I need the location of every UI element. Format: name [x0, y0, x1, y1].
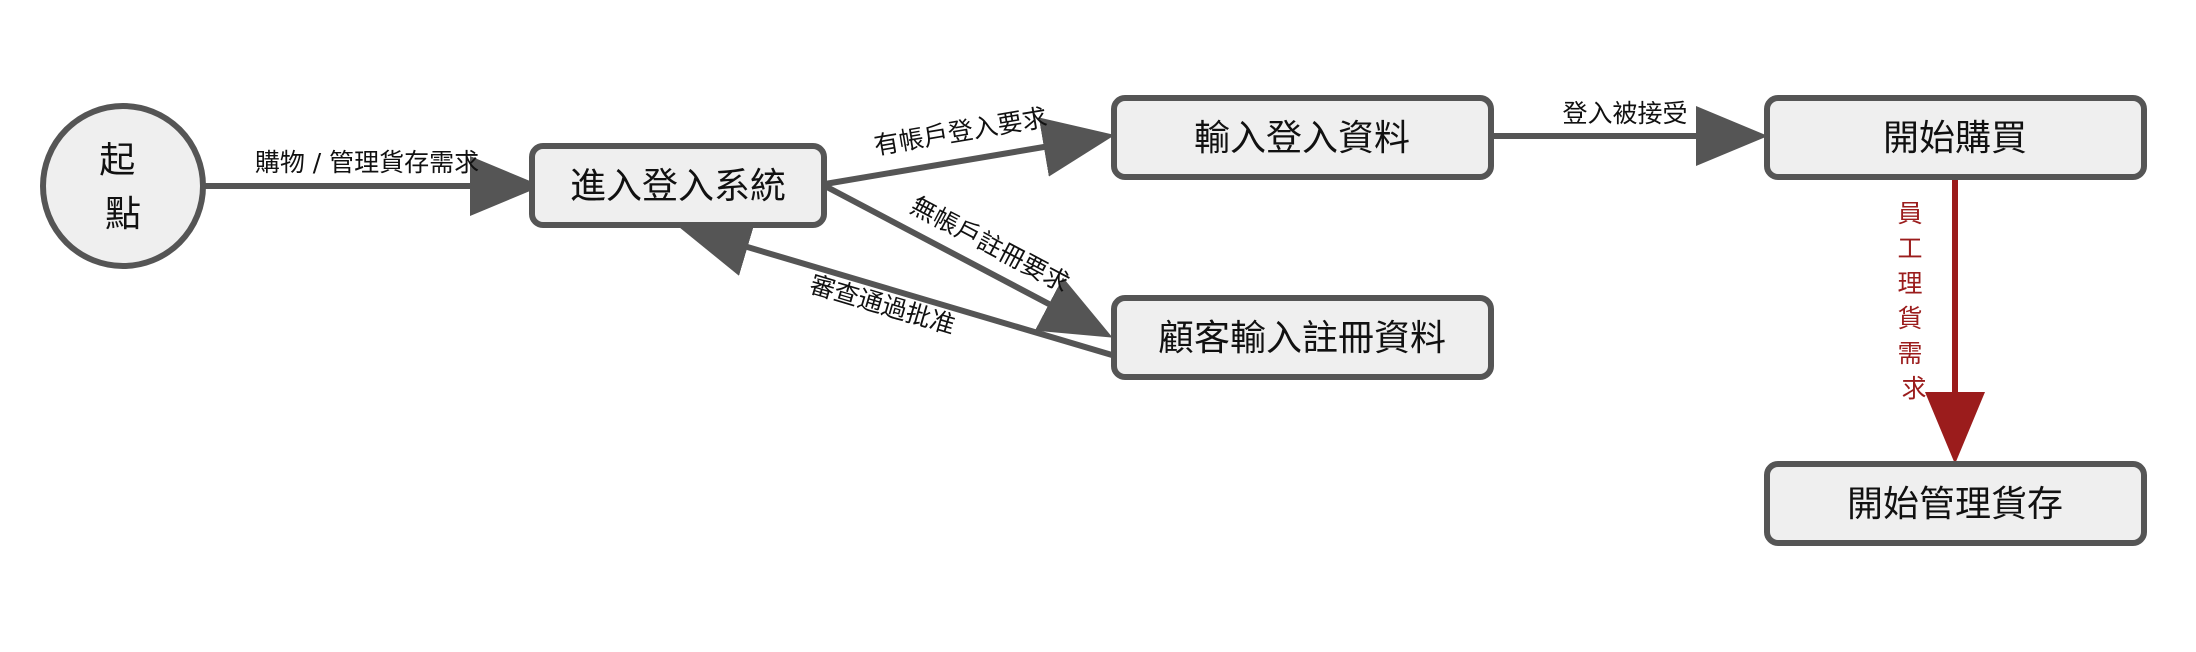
edge-label-login-accepted: 登入被接受: [1562, 99, 1687, 128]
node-register: 顧客輸入註冊資料: [1111, 295, 1494, 380]
node-start-label-line2: 點: [105, 194, 141, 235]
edge-label-char-2: 工: [1898, 234, 1923, 263]
edge-label-char-6: 求: [1901, 374, 1926, 403]
node-start-inventory: 開始管理貨存: [1764, 461, 2147, 546]
edge-approved: [678, 218, 1113, 358]
node-enter-login: 輸入登入資料: [1111, 95, 1494, 180]
node-register-label: 顧客輸入註冊資料: [1158, 318, 1446, 359]
edge-label-char-4: 貨: [1898, 304, 1923, 333]
edge-no-account: [823, 183, 1113, 338]
node-start-purchase: 開始購買: [1764, 95, 2147, 180]
edge-label-char-1: 員: [1898, 199, 1923, 228]
edge-has-account: [824, 117, 1115, 187]
node-start: 起 點: [40, 103, 206, 269]
node-enter-login-label: 輸入登入資料: [1194, 118, 1410, 159]
node-start-inventory-label: 開始管理貨存: [1847, 484, 2063, 525]
edge-label-char-3: 理: [1898, 269, 1923, 298]
node-start-label-line1: 起: [99, 140, 135, 181]
edge-label-char-5: 需: [1898, 339, 1923, 368]
node-start-purchase-label: 開始購買: [1883, 118, 2027, 159]
edge-label-approved: 審查通過批准: [806, 270, 958, 340]
svg-text:起 點: 起 點: [99, 140, 146, 235]
edge-label-start-to-login: 購物 / 管理貨存需求: [255, 148, 479, 177]
node-login-system: 進入登入系統: [529, 143, 827, 228]
edge-label-staff-inventory: 員 工 理 貨 需 求: [1898, 199, 1931, 403]
node-login-system-label: 進入登入系統: [570, 166, 786, 207]
